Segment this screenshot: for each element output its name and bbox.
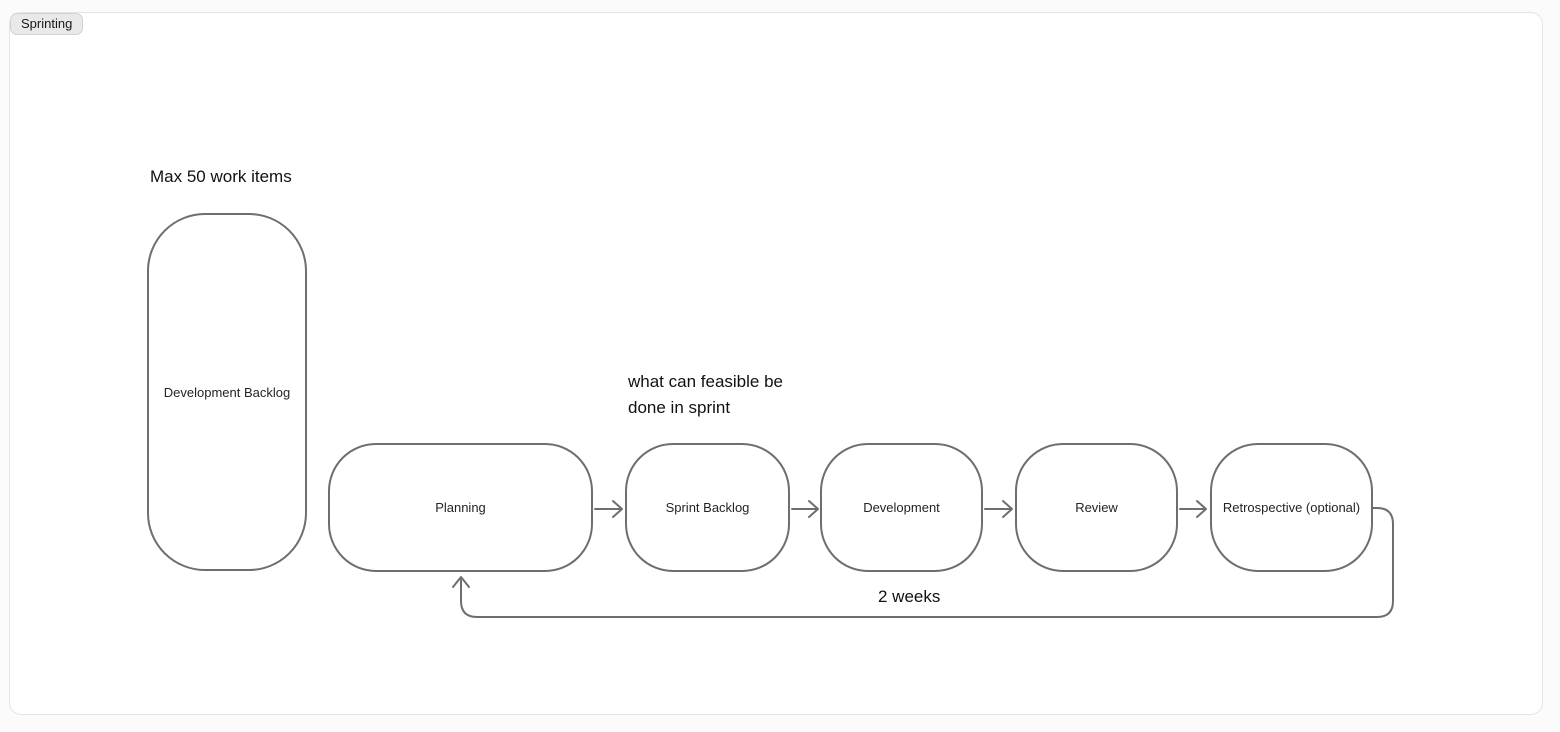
connector-retrospective-loop-to-planning[interactable] [452,507,1394,618]
arrowhead-icon [452,576,470,588]
node-planning[interactable]: Planning [328,443,593,572]
node-review[interactable]: Review [1015,443,1178,572]
arrowhead-icon [612,500,623,518]
connector-sprint-backlog-to-development[interactable] [791,500,819,518]
connector-review-to-retrospective[interactable] [1179,500,1207,518]
node-label: Sprint Backlog [665,500,750,515]
node-retrospective[interactable]: Retrospective (optional) [1210,443,1373,572]
node-label: Development Backlog [163,384,291,400]
annotation-max-work-items[interactable]: Max 50 work items [150,167,292,186]
node-development-backlog[interactable]: Development Backlog [147,213,307,571]
arrowhead-icon [1002,500,1013,518]
node-sprint-backlog[interactable]: Sprint Backlog [625,443,790,572]
connector-line [460,507,1394,618]
arrowhead-icon [808,500,819,518]
node-label: Review [1075,500,1118,515]
connector-development-to-review[interactable] [984,500,1013,518]
annotation-feasible-in-sprint[interactable]: what can feasible be done in sprint [628,372,783,417]
annotation-sprint-duration[interactable]: 2 weeks [878,587,941,606]
node-label: Retrospective (optional) [1222,500,1361,515]
node-development[interactable]: Development [820,443,983,572]
section-label-badge[interactable]: Sprinting [10,13,84,35]
node-label: Planning [435,500,486,515]
node-label: Development [863,500,940,515]
arrowhead-icon [1196,500,1207,518]
connector-planning-to-sprint-backlog[interactable] [594,500,623,518]
